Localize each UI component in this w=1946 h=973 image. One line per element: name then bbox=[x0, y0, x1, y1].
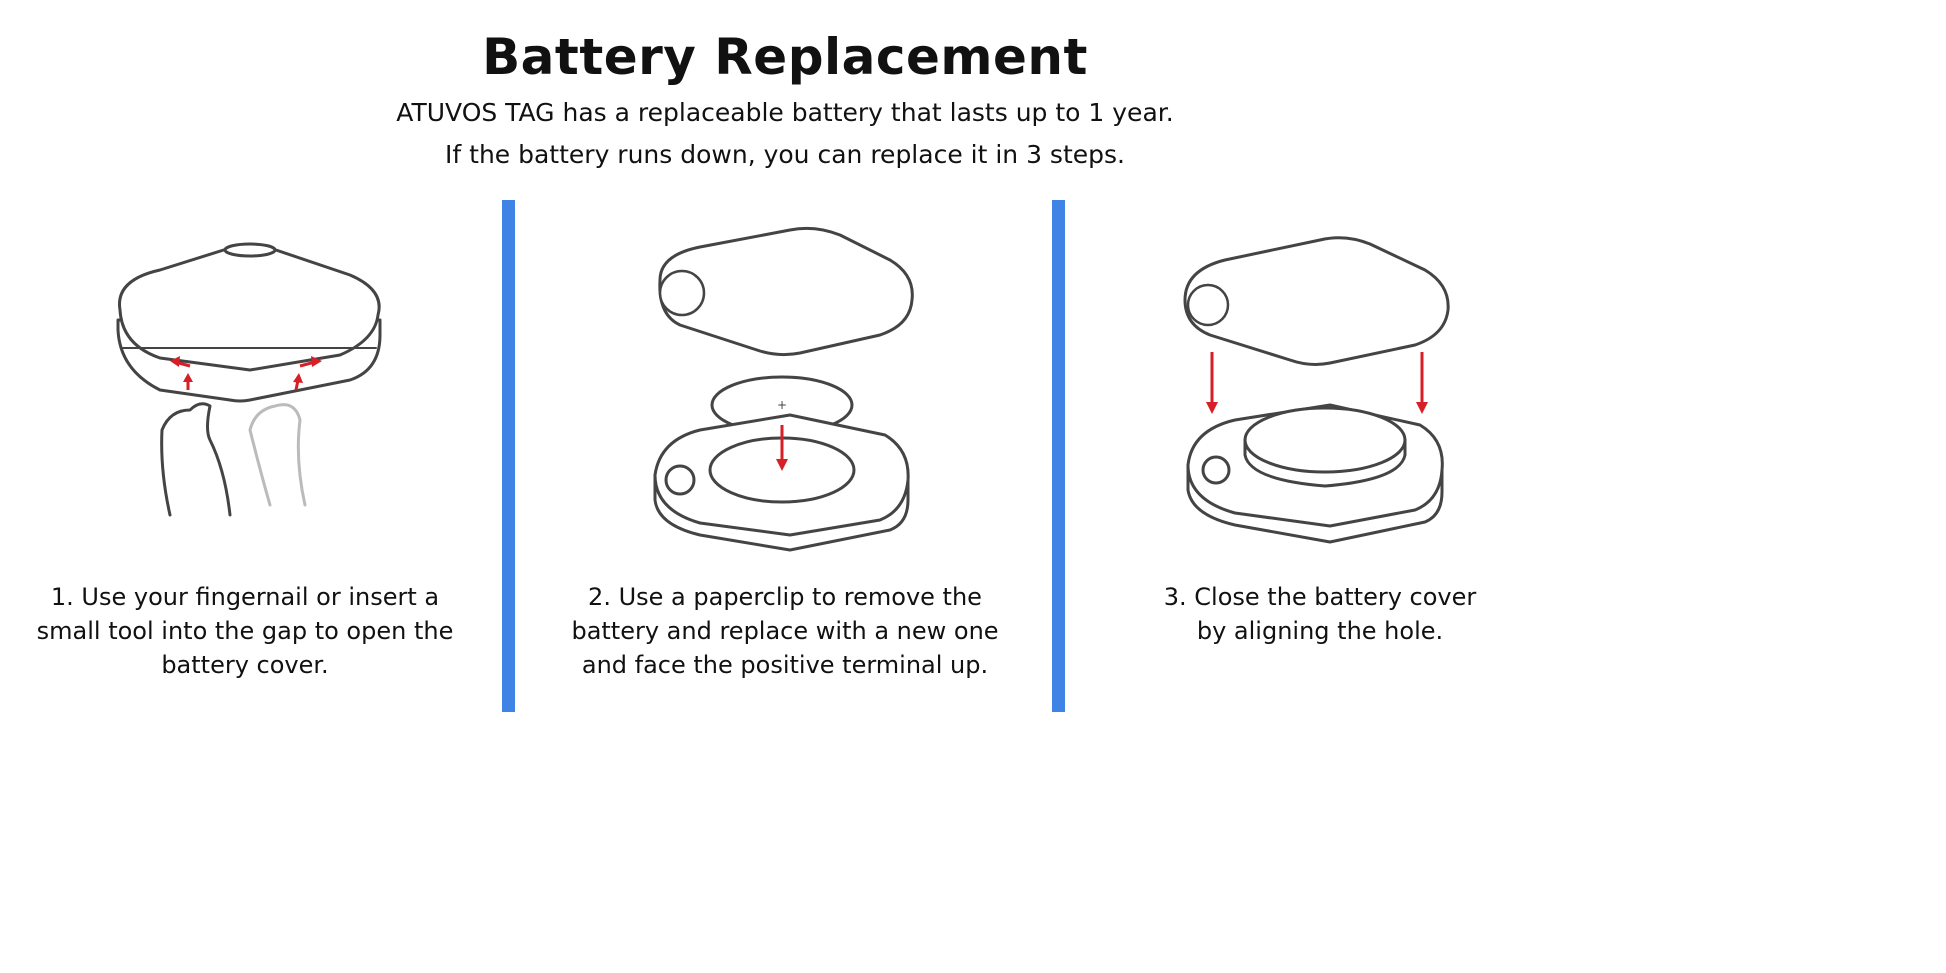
divider-2 bbox=[1052, 200, 1065, 712]
step-1-text: 1. Use your fingernail or insert a small… bbox=[10, 580, 480, 682]
step-3-line-1: 3. Close the battery cover bbox=[1163, 583, 1477, 611]
step-3-text: 3. Close the battery cover by aligning t… bbox=[1085, 580, 1555, 648]
subtitle-line-2: If the battery runs down, you can replac… bbox=[445, 140, 1125, 169]
step-2-illustration: + bbox=[653, 226, 914, 552]
subtitle-line-1: ATUVOS TAG has a replaceable battery tha… bbox=[396, 98, 1174, 127]
step-3-illustration bbox=[1183, 236, 1450, 544]
svg-text:+: + bbox=[777, 398, 787, 412]
step-3-line-2: by aligning the hole. bbox=[1196, 617, 1444, 645]
step-2-text: 2. Use a paperclip to remove the battery… bbox=[540, 580, 1030, 682]
step-2-line-3: and face the positive terminal up. bbox=[581, 651, 989, 679]
step-2-line-2: battery and replace with a new one bbox=[571, 617, 999, 645]
step-1-line-3: battery cover. bbox=[161, 651, 329, 679]
step-2-line-1: 2. Use a paperclip to remove the bbox=[588, 583, 982, 611]
step-1-line-2: small tool into the gap to open the bbox=[36, 617, 454, 645]
step-1-illustration bbox=[116, 242, 382, 517]
page-title: Battery Replacement bbox=[482, 28, 1088, 86]
divider-1 bbox=[502, 200, 515, 712]
step-1-line-1: 1. Use your fingernail or insert a bbox=[50, 583, 440, 611]
